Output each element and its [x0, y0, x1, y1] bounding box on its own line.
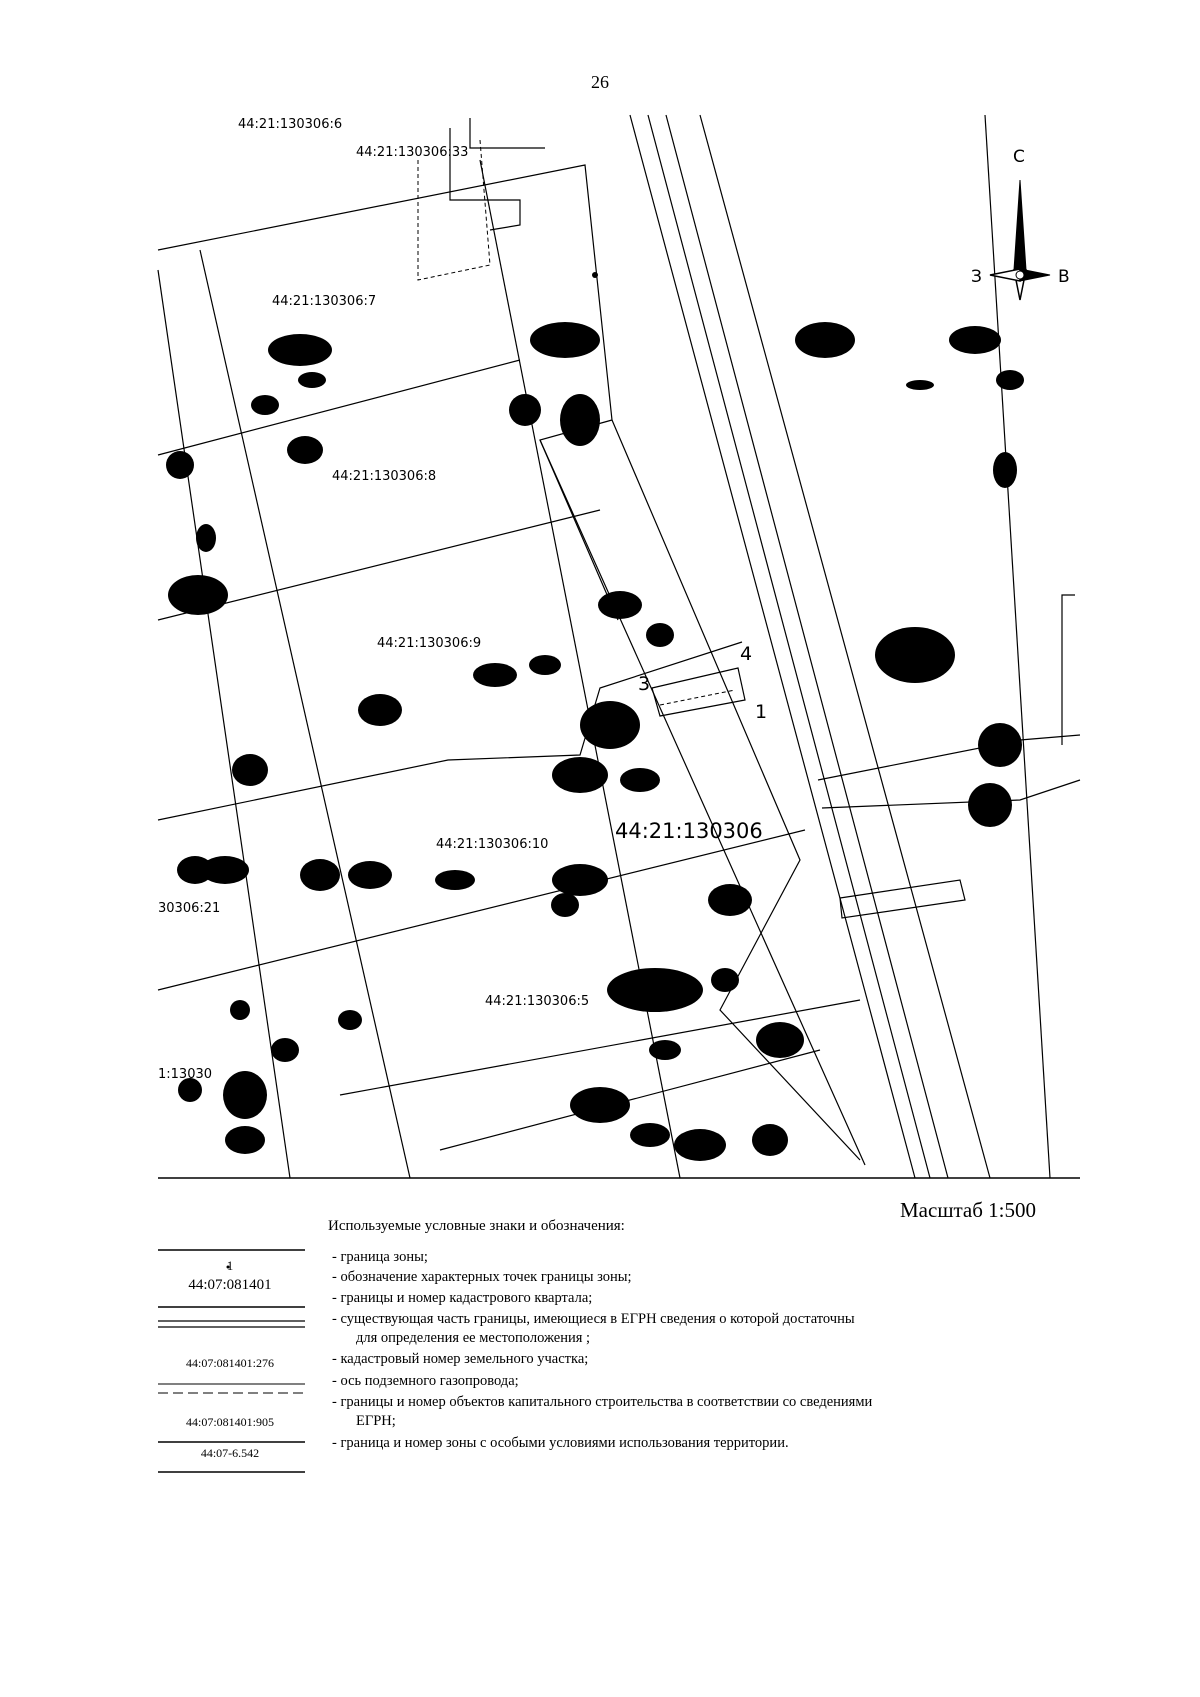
quarter-label: 44:21:130306	[615, 819, 763, 843]
parcel-label: 44:21:130306:33	[356, 145, 468, 160]
legend-item: - кадастровый номер земельного участка;	[332, 1351, 589, 1367]
parcel-label: 44:21:130306:7	[272, 294, 376, 309]
point-label: 4	[740, 643, 752, 665]
legend-point-number: 1	[226, 1258, 234, 1273]
vegetation-patches	[166, 272, 1024, 1161]
legend-item: ЕГРН;	[356, 1413, 396, 1429]
point-label: 3	[638, 673, 650, 695]
map-scale: Масштаб 1:500	[900, 1198, 1037, 1222]
parcel-label: 44:21:130306:8	[332, 469, 436, 484]
legend-symbols	[158, 1249, 305, 1473]
parcel-label: 44:21:130306:10	[436, 837, 548, 852]
legend-item: - ось подземного газопровода;	[332, 1373, 519, 1389]
parcel-label: 1:13030	[158, 1067, 212, 1082]
parcel-label: 44:21:130306:9	[377, 636, 481, 651]
parcel-label: 44:21:130306:6	[238, 117, 342, 132]
legend-quarter-number: 44:07:081401	[188, 1277, 272, 1293]
compass-west-label: З	[971, 267, 982, 287]
dashed-boundaries	[417, 139, 736, 706]
legend-item: - существующая часть границы, имеющиеся …	[332, 1311, 855, 1327]
parcel-label: 30306:21	[158, 901, 220, 916]
legend-parcel-number: 44:07:081401:276	[185, 1356, 274, 1370]
legend-title: Используемые условные знаки и обозначени…	[328, 1218, 625, 1234]
legend-building-number: 44:07:081401:905	[185, 1415, 274, 1429]
page-number: 26	[591, 72, 609, 92]
legend-item: - граница и номер зоны с особыми условия…	[332, 1435, 789, 1451]
point-label: 1	[755, 701, 767, 723]
north-arrow	[989, 179, 1051, 301]
compass-north-label: С	[1013, 147, 1025, 167]
legend-item: - границы и номер объектов капитального …	[332, 1394, 873, 1410]
legend-item: - граница зоны;	[332, 1249, 428, 1265]
legend-item: - обозначение характерных точек границы …	[332, 1269, 632, 1285]
legend-item: для определения ее местоположения ;	[356, 1330, 591, 1346]
parcel-label: 44:21:130306:5	[485, 994, 589, 1009]
legend-item: - границы и номер кадастрового квартала;	[332, 1290, 593, 1306]
legend-zone-number: 44:07-6.542	[200, 1446, 260, 1460]
compass-east-label: В	[1058, 267, 1070, 287]
